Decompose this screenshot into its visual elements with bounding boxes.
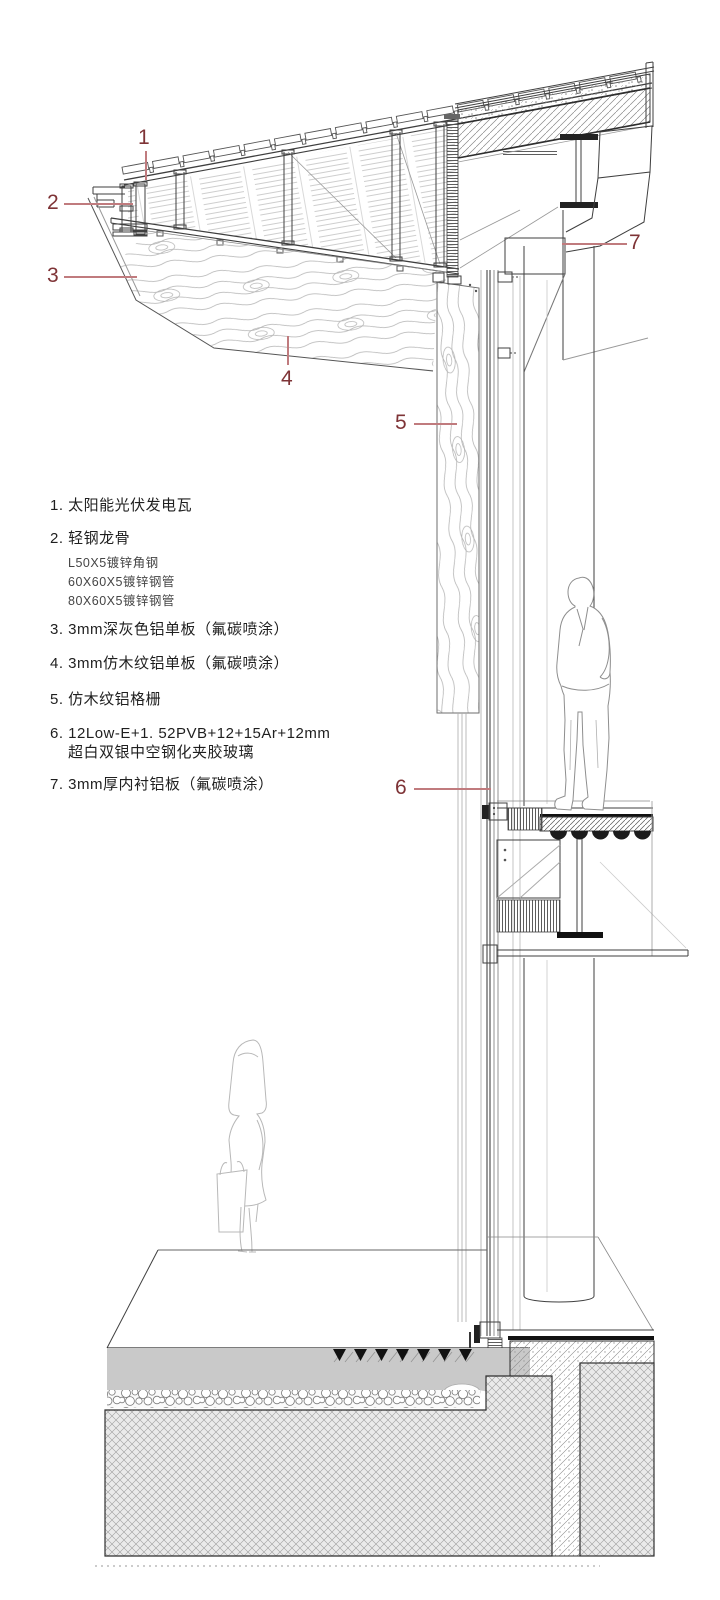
interior-column: [523, 246, 595, 1303]
callout-3-leader: [64, 276, 137, 278]
aluminum-grille-panel: [432, 272, 480, 1322]
callout-1: 1: [138, 126, 150, 149]
callout-6: 6: [395, 776, 407, 799]
edge-insulation-strip: [446, 120, 459, 278]
roof-truss: [110, 82, 653, 275]
callout-1-leader: [145, 151, 147, 180]
suspended-ceiling: [482, 944, 689, 964]
shopping-bag: [216, 1169, 248, 1233]
steel-beam: [560, 134, 598, 208]
callout-5: 5: [395, 411, 407, 434]
legend-item-4: 4. 3mm仿木纹铝单板（氟碳喷涂）: [50, 655, 290, 672]
legend-item-6-line-2: 超白双银中空钢化夹胶玻璃: [68, 744, 255, 761]
roof-assembly: [92, 61, 655, 361]
legend-item-2-sub-3: 80X60X5镀锌钢管: [68, 594, 175, 608]
callout-4: 4: [281, 367, 293, 390]
grille-support-tubes: [457, 713, 467, 1322]
walking-person-figure: [216, 1039, 267, 1253]
metal-deck-profile: [550, 831, 651, 840]
callout-7-leader: [562, 243, 627, 245]
plinth-ground-detail: [95, 1249, 655, 1567]
standing-person-figure: [554, 576, 611, 811]
callout-7: 7: [629, 231, 641, 254]
legend-item-5: 5. 仿木纹铝格栅: [50, 691, 162, 708]
fascia-panel: [562, 61, 654, 361]
callout-2-leader: [64, 203, 133, 205]
callout-4-leader: [287, 336, 289, 365]
legend-item-3: 3. 3mm深灰色铝单板（氟碳喷涂）: [50, 621, 290, 638]
drainage-triangles: [333, 1349, 472, 1361]
callout-2: 2: [47, 191, 59, 214]
callout-3: 3: [47, 264, 59, 287]
truss-posts: [173, 121, 447, 268]
legend-item-7: 7. 3mm厚内衬铝板（氟碳喷涂）: [50, 776, 274, 793]
legend-item-1: 1. 太阳能光伏发电瓦: [50, 497, 193, 514]
callout-6-leader: [414, 788, 491, 790]
callout-5-leader: [414, 423, 457, 425]
soffit-panel-woodgrain: [87, 196, 447, 372]
column-base-curve: [523, 1295, 595, 1303]
soil-fill-right: [579, 1362, 655, 1557]
legend-item-2-sub-1: L50X5镀锌角钢: [68, 556, 159, 570]
edge-insulation-block: [507, 807, 543, 831]
interior-structure: [504, 237, 595, 1330]
legend-item-2-sub-2: 60X60X5镀锌钢管: [68, 575, 175, 589]
floor-steel-beam: [557, 839, 603, 938]
gravel-layer: [107, 1390, 480, 1408]
edge-closure-box: [496, 839, 561, 899]
legend-item-6: 6. 12Low-E+1. 52PVB+12+15Ar+12mm: [50, 725, 331, 742]
interior-beam: [504, 237, 566, 275]
upper-floor-slab: [482, 800, 689, 1331]
legend-item-2: 2. 轻钢龙骨: [50, 530, 131, 547]
roof-slab: [444, 66, 655, 293]
